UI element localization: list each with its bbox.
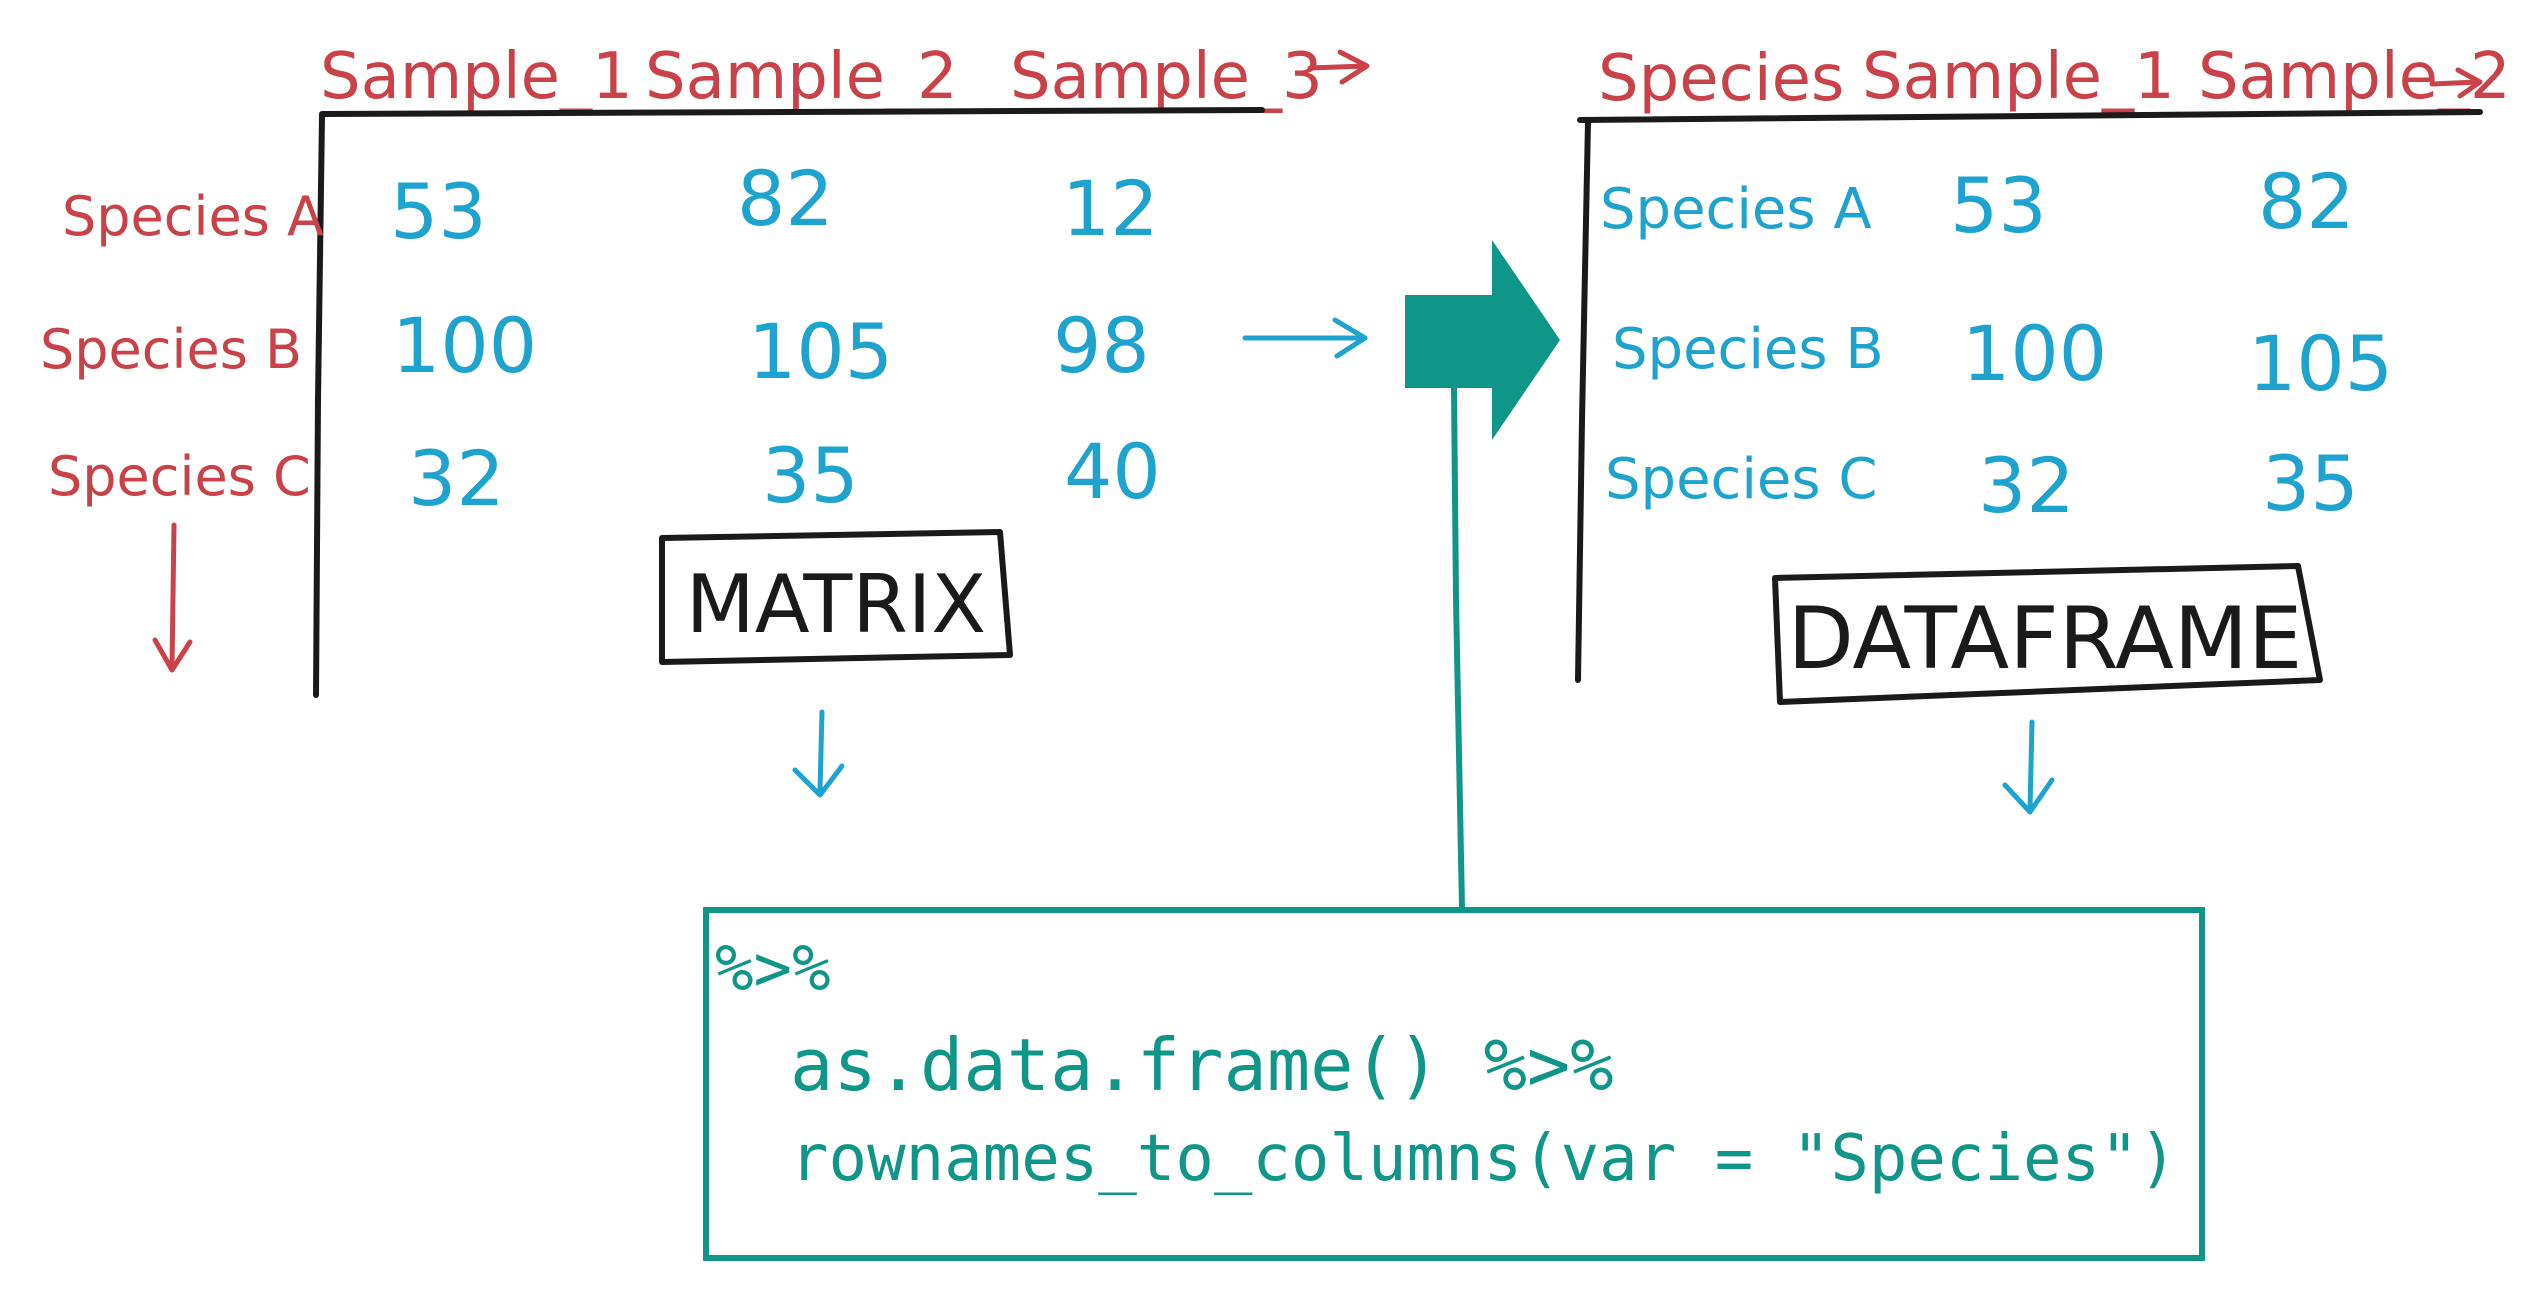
matrix-label-box <box>659 529 1013 665</box>
dataframe-top-axis <box>1577 109 2483 123</box>
dataframe-cell: Species C <box>1605 447 1877 512</box>
dataframe-label: DATAFRAME <box>1788 589 2303 689</box>
matrix-cell: 98 <box>1053 301 1150 390</box>
matrix-row-label: Species A <box>62 185 324 248</box>
matrix-top-axis <box>319 107 1265 117</box>
matrix-down-arrow-icon <box>792 709 845 798</box>
transform-small-arrow-icon <box>1242 317 1368 359</box>
dataframe-down-arrow-icon <box>2002 719 2055 815</box>
matrix-cell: 12 <box>1062 164 1159 253</box>
dataframe-left-axis <box>1575 119 1591 683</box>
dataframe-cell: 82 <box>2258 157 2355 246</box>
matrix-cell: 32 <box>408 434 505 523</box>
matrix-cell: 40 <box>1064 427 1161 516</box>
transform-big-arrow-icon <box>1405 240 1560 440</box>
dataframe-cell: 32 <box>1978 441 2075 530</box>
dataframe-cell: Species A <box>1600 177 1872 242</box>
matrix-cell: 100 <box>392 301 537 390</box>
matrix-cell: 53 <box>390 167 487 256</box>
dataframe-col-header: Sample_1 <box>1862 40 2175 114</box>
code-line: rownames_to_columns(var = "Species") <box>790 1122 2177 1196</box>
matrix-cell: 105 <box>748 307 893 396</box>
dataframe-diagram: Species Sample_1 Sample_2 Species A 53 8… <box>1575 40 2511 815</box>
dataframe-cell: Species B <box>1612 317 1884 382</box>
matrix-row-label: Species B <box>40 318 302 381</box>
dataframe-col-arrow-icon <box>2429 67 2483 99</box>
matrix-diagram: Sample_1 Sample_2 Sample_3 Species A Spe… <box>40 40 1370 798</box>
matrix-left-axis <box>313 113 325 698</box>
matrix-col-arrow-icon <box>1307 49 1370 85</box>
matrix-row-label: Species C <box>48 445 311 508</box>
matrix-col-header: Sample_2 <box>645 40 958 114</box>
matrix-row-arrow-icon <box>152 522 193 673</box>
matrix-label: MATRIX <box>686 558 986 651</box>
dataframe-cell: 53 <box>1950 161 2047 250</box>
dataframe-col-header: Species <box>1598 42 1844 116</box>
matrix-cell: 82 <box>737 154 834 243</box>
matrix-cell: 35 <box>762 431 859 520</box>
dataframe-cell: 35 <box>2262 439 2359 528</box>
matrix-col-header: Sample_1 <box>320 40 633 114</box>
code-line: %>% <box>715 932 831 1006</box>
code-box-border <box>703 907 2205 1261</box>
dataframe-col-header: Sample_2 <box>2198 40 2511 114</box>
dataframe-label-box <box>1772 563 2323 705</box>
dataframe-cell: 100 <box>1962 309 2107 398</box>
matrix-col-header: Sample_3 <box>1010 40 1323 114</box>
code-connector-line <box>1451 385 1465 911</box>
dataframe-cell: 105 <box>2248 319 2393 408</box>
code-box: %>% as.data.frame() %>% rownames_to_colu… <box>703 907 2205 1261</box>
code-line: as.data.frame() %>% <box>790 1023 1614 1107</box>
